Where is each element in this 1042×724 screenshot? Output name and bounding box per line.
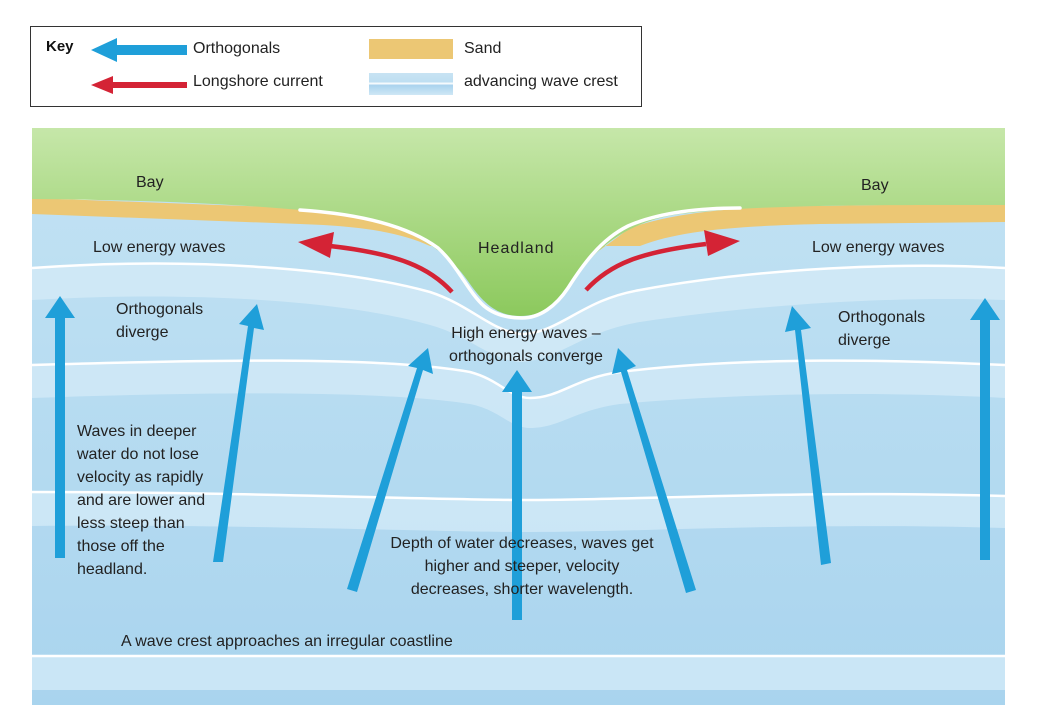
wave-crest-line — [31, 359, 1006, 400]
orthogonal-arrow — [785, 306, 831, 565]
longshore-arrow-right — [584, 241, 707, 292]
approach-label: A wave crest approaches an irregular coa… — [121, 633, 453, 650]
longshore-arrowhead-left — [298, 232, 334, 258]
surf-line — [298, 206, 742, 320]
wave-crest-line — [31, 262, 1006, 336]
key-wave-crest-label: advancing wave crest — [464, 73, 618, 90]
bay-right-label: Bay — [861, 177, 889, 194]
wave-band — [32, 656, 1005, 690]
orthogonal-arrow — [612, 348, 696, 593]
key-longshore-label: Longshore current — [193, 73, 323, 90]
depth-decreases-label: Depth of water decreases, waves get high… — [390, 535, 654, 598]
orthogonal-key-arrow-icon — [91, 38, 187, 62]
longshore-arrow-left — [329, 243, 454, 294]
sand — [32, 198, 1005, 250]
key-legend: Key Orthogonals Longshore current Sand a… — [30, 26, 642, 107]
sand-swatch — [369, 39, 453, 59]
headland-label: Headland — [478, 240, 555, 257]
wave-crest-swatch — [369, 73, 453, 95]
key-orthogonals-label: Orthogonals — [193, 40, 281, 57]
land — [32, 128, 1005, 316]
wave-band — [32, 360, 1005, 428]
orthogonal-arrow — [45, 296, 75, 558]
low-energy-right-label: Low energy waves — [812, 239, 945, 256]
longshore-arrowhead-right — [704, 230, 740, 256]
key-title: Key — [46, 38, 74, 55]
longshore-key-arrow-icon — [91, 76, 187, 94]
orthogonal-arrow — [213, 304, 264, 562]
wave-band — [32, 263, 1005, 362]
high-energy-label: High energy waves – orthogonals converge — [449, 325, 603, 365]
orthogonal-arrow — [347, 348, 433, 592]
orthogonal-arrow — [502, 370, 532, 620]
deeper-water-label: Waves in deeper water do not lose veloci… — [77, 423, 206, 578]
orthogonals-diverge-left-label: Orthogonals diverge — [116, 301, 204, 341]
orthogonals-diverge-right-label: Orthogonals diverge — [838, 309, 926, 349]
orthogonal-arrow — [970, 298, 1000, 560]
key-sand-label: Sand — [464, 40, 502, 57]
bay-left-label: Bay — [136, 174, 164, 191]
low-energy-left-label: Low energy waves — [93, 239, 226, 256]
